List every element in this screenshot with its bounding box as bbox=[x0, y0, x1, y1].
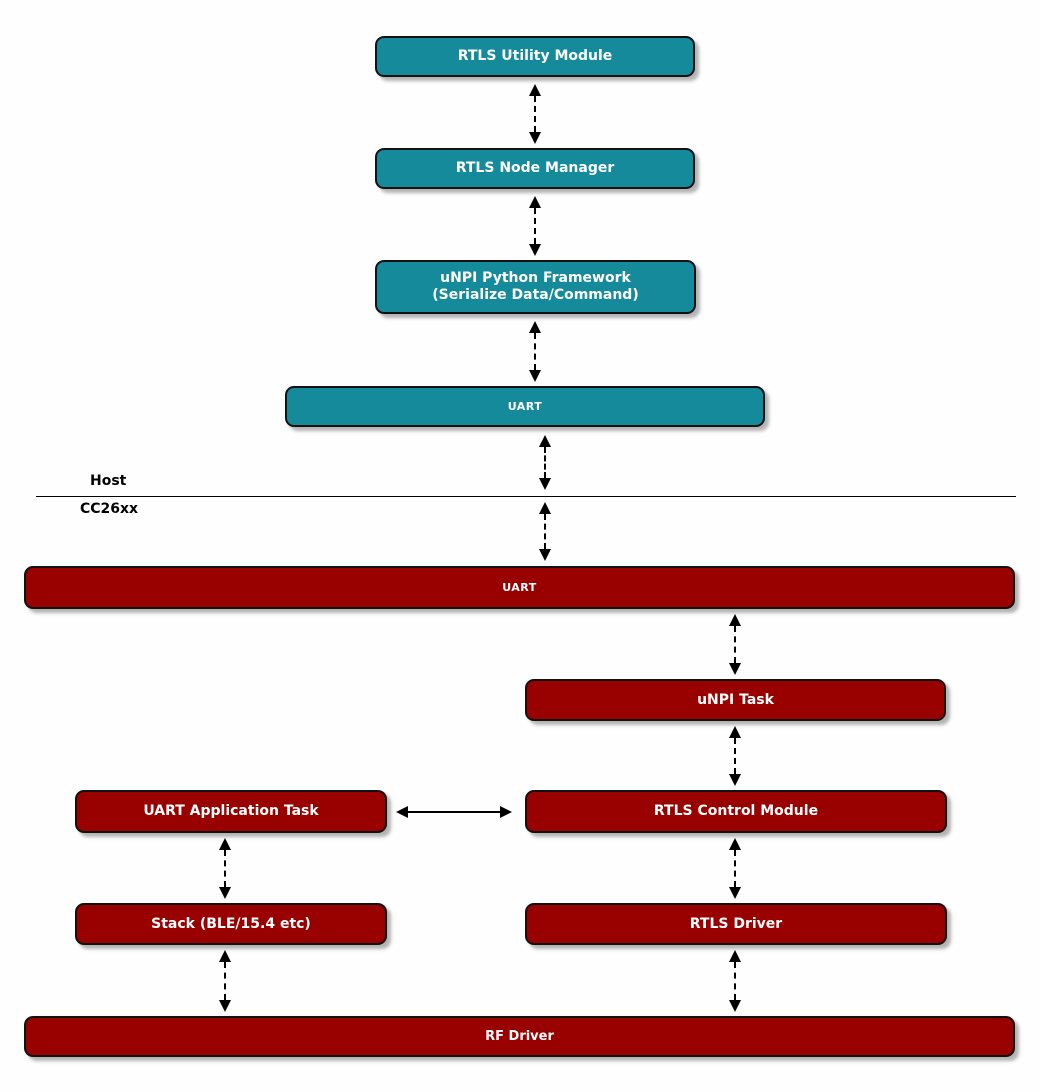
arrowhead-down-icon bbox=[529, 370, 541, 382]
arrowhead-up-icon bbox=[539, 435, 551, 447]
node-rtls-control-module-label: RTLS Control Module bbox=[653, 803, 819, 820]
arrowhead-left-icon bbox=[396, 806, 408, 818]
arrowhead-down-icon bbox=[729, 1000, 741, 1012]
node-uart-application-task-label: UART Application Task bbox=[143, 803, 319, 820]
arrowhead-down-icon bbox=[219, 887, 231, 899]
arrowhead-up-icon bbox=[729, 950, 741, 962]
dashed-line bbox=[534, 333, 536, 370]
section-label-cc26xx: CC26xx bbox=[80, 501, 139, 517]
arrowhead-down-icon bbox=[729, 774, 741, 786]
dashed-line bbox=[544, 447, 546, 478]
arrow-utility-to-node-manager bbox=[529, 84, 541, 144]
arrow-rtls-control-to-rtls-driver bbox=[729, 838, 741, 899]
node-uart-application-task: UART Application Task bbox=[75, 790, 387, 833]
arrowhead-down-icon bbox=[729, 887, 741, 899]
arrowhead-up-icon bbox=[219, 838, 231, 850]
arrow-unpi-framework-to-uart-host bbox=[529, 321, 541, 382]
arrowhead-down-icon bbox=[529, 244, 541, 256]
dashed-line bbox=[534, 208, 536, 244]
node-rtls-driver: RTLS Driver bbox=[525, 903, 947, 945]
node-rtls-node-manager: RTLS Node Manager bbox=[375, 148, 695, 189]
node-uart-host-label: UART bbox=[507, 399, 543, 413]
arrow-node-manager-to-unpi-framework bbox=[529, 196, 541, 256]
arrow-uart-app-task-to-stack bbox=[219, 838, 231, 899]
node-rtls-control-module: RTLS Control Module bbox=[525, 790, 947, 833]
node-uart-device: UART bbox=[24, 566, 1015, 609]
node-rtls-driver-label: RTLS Driver bbox=[689, 915, 783, 932]
arrowhead-down-icon bbox=[539, 478, 551, 490]
arrowhead-down-icon bbox=[219, 1000, 231, 1012]
arrow-divider-to-uart-device bbox=[539, 502, 551, 561]
arrowhead-up-icon bbox=[729, 726, 741, 738]
arrowhead-up-icon bbox=[529, 321, 541, 333]
arrowhead-up-icon bbox=[729, 838, 741, 850]
arrow-uart-device-to-unpi-task bbox=[729, 614, 741, 675]
node-unpi-python-framework-label-line2: (Serialize Data/Command) bbox=[432, 287, 639, 303]
arrow-rtls-driver-to-rf-driver bbox=[729, 950, 741, 1012]
node-rf-driver-label: RF Driver bbox=[485, 1028, 554, 1044]
node-unpi-task-label: uNPI Task bbox=[697, 691, 774, 708]
node-stack-ble: Stack (BLE/15.4 etc) bbox=[75, 903, 387, 945]
node-uart-host: UART bbox=[285, 386, 765, 427]
arrowhead-right-icon bbox=[500, 806, 512, 818]
node-rtls-utility-module-label: RTLS Utility Module bbox=[457, 48, 613, 65]
arrowhead-up-icon bbox=[529, 84, 541, 96]
node-rtls-node-manager-label: RTLS Node Manager bbox=[455, 160, 615, 177]
node-stack-ble-label: Stack (BLE/15.4 etc) bbox=[151, 915, 311, 932]
dashed-line bbox=[224, 850, 226, 887]
arrowhead-up-icon bbox=[539, 502, 551, 514]
arrowhead-down-icon bbox=[729, 663, 741, 675]
arrow-uart-host-to-divider bbox=[539, 435, 551, 490]
arrowhead-up-icon bbox=[219, 950, 231, 962]
node-unpi-task: uNPI Task bbox=[525, 679, 946, 721]
dashed-line bbox=[544, 514, 546, 549]
arrowhead-up-icon bbox=[529, 196, 541, 208]
node-unpi-python-framework-label-line1: uNPI Python Framework bbox=[440, 270, 631, 287]
node-uart-device-label: UART bbox=[502, 580, 537, 594]
section-label-host: Host bbox=[90, 473, 127, 489]
dashed-line bbox=[734, 626, 736, 663]
arrow-uart-app-task-to-rtls-control bbox=[396, 804, 512, 820]
arrowhead-down-icon bbox=[529, 132, 541, 144]
solid-line bbox=[408, 811, 500, 813]
dashed-line bbox=[534, 96, 536, 132]
arrow-unpi-task-to-rtls-control bbox=[729, 726, 741, 786]
dashed-line bbox=[734, 850, 736, 887]
host-device-divider-line bbox=[36, 496, 1016, 497]
arrowhead-up-icon bbox=[729, 614, 741, 626]
node-rf-driver: RF Driver bbox=[24, 1016, 1015, 1057]
arrow-stack-to-rf-driver bbox=[219, 950, 231, 1012]
node-unpi-python-framework: uNPI Python Framework (Serialize Data/Co… bbox=[375, 260, 696, 314]
node-rtls-utility-module: RTLS Utility Module bbox=[375, 36, 695, 77]
dashed-line bbox=[734, 738, 736, 774]
dashed-line bbox=[734, 962, 736, 1000]
arrowhead-down-icon bbox=[539, 549, 551, 561]
dashed-line bbox=[224, 962, 226, 1000]
